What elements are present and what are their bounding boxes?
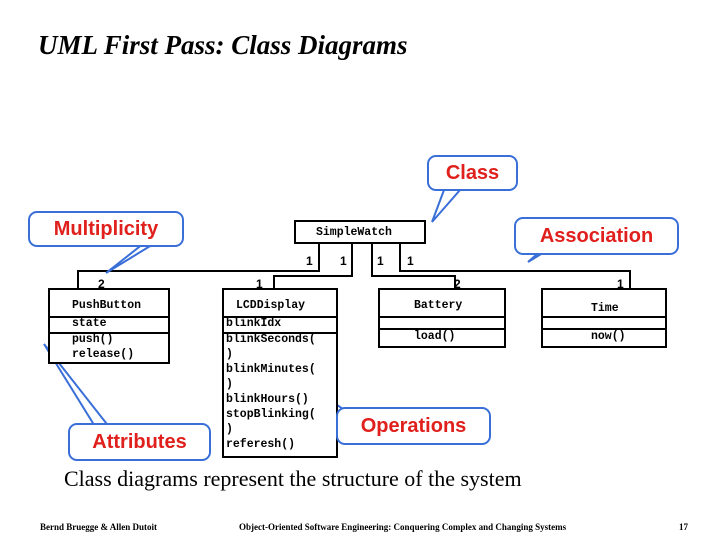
footer-page-number: 17 xyxy=(679,522,688,532)
footer-book-title: Object-Oriented Software Engineering: Co… xyxy=(239,522,567,532)
operation-line: stopBlinking( xyxy=(226,408,316,421)
class-divider xyxy=(50,316,168,318)
class-simplewatch: SimpleWatch xyxy=(294,220,426,244)
operation-release: release() xyxy=(72,348,135,361)
association-time xyxy=(399,242,631,290)
callout-multiplicity: Multiplicity xyxy=(28,211,184,247)
class-divider xyxy=(224,332,336,334)
class-battery-name: Battery xyxy=(414,299,463,312)
association-pushbutton xyxy=(77,242,320,290)
operation-line: ) xyxy=(226,378,233,391)
callout-association: Association xyxy=(514,217,679,255)
association-lcddisplay xyxy=(273,242,353,290)
operation-load: load() xyxy=(414,330,456,343)
class-divider xyxy=(50,332,168,334)
multiplicity-battery: 2 xyxy=(454,277,461,291)
class-lcddisplay-name: LCDDisplay xyxy=(236,299,306,312)
class-lcddisplay: LCDDisplay blinkIdx blinkSeconds( ) blin… xyxy=(222,288,338,458)
slide-title: UML First Pass: Class Diagrams xyxy=(38,30,408,60)
multiplicity-watch-lcddisplay: 1 xyxy=(340,254,347,268)
operation-push: push() xyxy=(72,333,114,346)
multiplicity-watch-time: 1 xyxy=(407,254,414,268)
operation-line: referesh() xyxy=(226,438,296,451)
multiplicity-lcddisplay: 1 xyxy=(256,277,263,291)
class-pushbutton-name: PushButton xyxy=(72,299,142,312)
class-pushbutton: PushButton state push() release() xyxy=(48,288,170,364)
association-battery xyxy=(371,242,456,290)
operation-line: ) xyxy=(226,348,233,361)
class-divider xyxy=(380,328,504,330)
attribute-state: state xyxy=(72,317,107,330)
multiplicity-pushbutton: 2 xyxy=(98,277,105,291)
callout-attributes: Attributes xyxy=(68,423,211,461)
multiplicity-time: 1 xyxy=(617,277,624,291)
operation-now: now() xyxy=(591,330,626,343)
class-divider xyxy=(224,316,336,318)
class-divider xyxy=(543,328,665,330)
callout-operations: Operations xyxy=(336,407,491,445)
multiplicity-watch-pushbutton: 1 xyxy=(306,254,313,268)
operation-line: blinkHours() xyxy=(226,393,309,406)
class-divider xyxy=(543,316,665,318)
multiplicity-watch-battery: 1 xyxy=(377,254,384,268)
attribute-blinkidx: blinkIdx xyxy=(226,317,282,330)
class-simplewatch-name: SimpleWatch xyxy=(316,226,392,239)
class-battery: Battery load() xyxy=(378,288,506,348)
operation-line: ) xyxy=(226,423,233,436)
callout-class: Class xyxy=(427,155,518,191)
class-time: Time now() xyxy=(541,288,667,348)
operation-line: blinkMinutes( xyxy=(226,363,316,376)
slide-caption: Class diagrams represent the structure o… xyxy=(64,466,522,491)
class-time-name: Time xyxy=(591,302,619,315)
class-divider xyxy=(380,316,504,318)
class-callout-tail xyxy=(431,189,463,223)
operation-line: blinkSeconds( xyxy=(226,333,316,346)
footer-authors: Bernd Bruegge & Allen Dutoit xyxy=(40,522,157,532)
